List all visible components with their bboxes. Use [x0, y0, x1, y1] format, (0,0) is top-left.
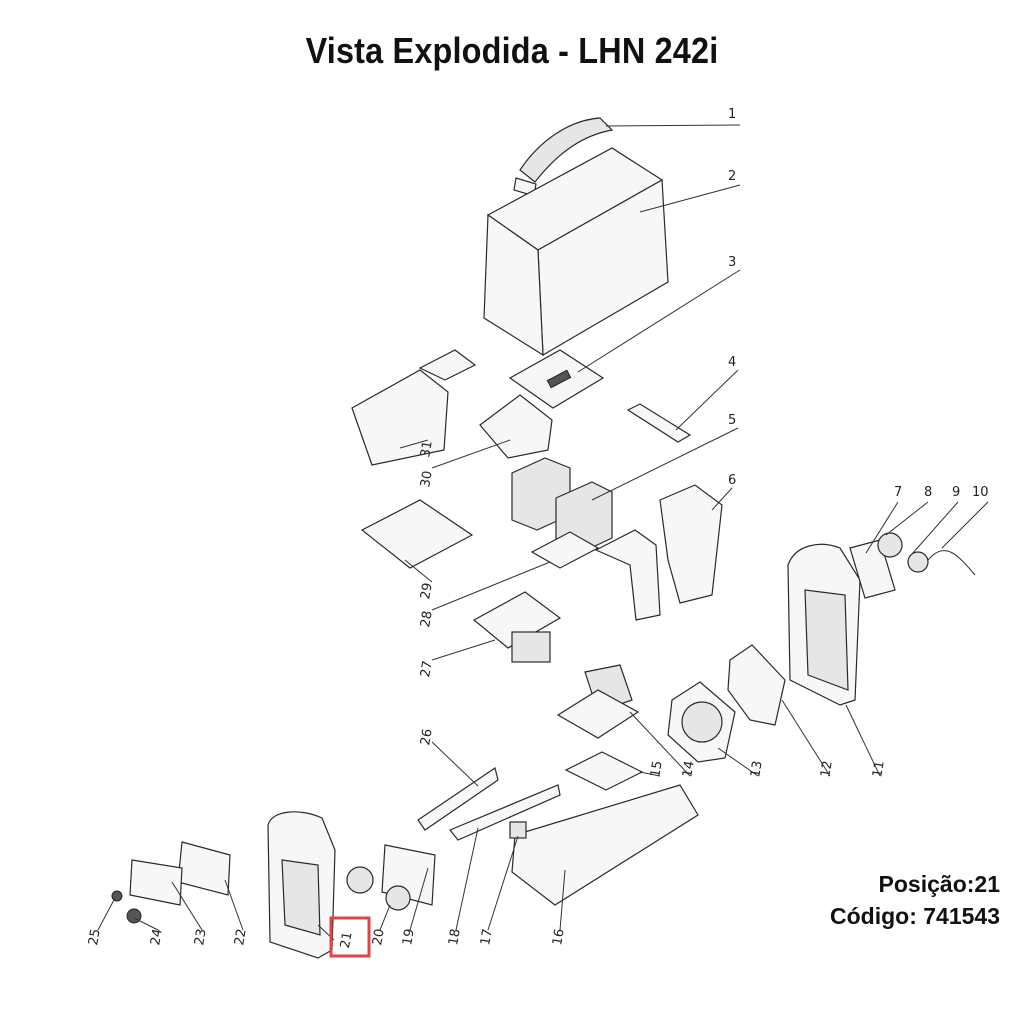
callout-26: 26 — [418, 728, 436, 747]
part-base-board[interactable] — [360, 499, 474, 569]
page-title: Vista Explodida - LHN 242i — [305, 30, 719, 71]
callout-15: 15 — [648, 760, 666, 779]
callout-30: 30 — [418, 470, 436, 489]
callout-21: 21 — [338, 931, 356, 950]
callout-9: 9 — [952, 485, 960, 500]
callout-28: 28 — [418, 610, 436, 629]
callout-14: 14 — [680, 760, 698, 779]
callout-29: 29 — [418, 582, 436, 601]
leader-lines — [97, 124, 989, 941]
callout-19: 19 — [400, 928, 418, 947]
part-base-tray[interactable] — [511, 784, 699, 906]
code-label: Código: 741543 — [830, 903, 1000, 929]
callout-23: 23 — [192, 928, 210, 947]
part-fan[interactable] — [667, 681, 736, 763]
callout-17: 17 — [478, 928, 496, 947]
callout-25: 25 — [86, 928, 104, 947]
part-board-assembly[interactable] — [351, 349, 553, 466]
callout-1: 1 — [728, 107, 736, 122]
callout-11: 11 — [870, 760, 888, 779]
callout-27: 27 — [418, 660, 436, 679]
part-display-board[interactable] — [129, 841, 231, 906]
highlight-box — [329, 916, 371, 958]
callout-13: 13 — [748, 760, 766, 779]
part-front-panel[interactable] — [267, 811, 336, 959]
part-power-board[interactable] — [472, 591, 562, 663]
part-control-board[interactable] — [508, 349, 605, 409]
callout-7: 7 — [894, 485, 902, 500]
callout-31: 31 — [418, 440, 436, 459]
callout-12: 12 — [818, 760, 836, 779]
callout-20: 20 — [370, 928, 388, 947]
callout-6: 6 — [728, 473, 736, 488]
part-heatsink[interactable] — [511, 457, 613, 569]
part-rear-panel[interactable] — [787, 543, 861, 706]
callout-16: 16 — [550, 928, 568, 947]
part-top-cover[interactable] — [483, 147, 669, 357]
part-rear-connectors[interactable] — [849, 532, 976, 599]
callout-3: 3 — [728, 255, 736, 270]
callout-5: 5 — [728, 413, 736, 428]
part-info: Posição:21 Código: 741543 — [830, 868, 1000, 932]
callout-22: 22 — [232, 928, 250, 947]
callout-18: 18 — [446, 928, 464, 947]
callout-24: 24 — [148, 928, 166, 947]
part-transformer[interactable] — [556, 664, 644, 791]
callout-4: 4 — [728, 355, 736, 370]
callout-labels: 1 2 3 4 5 6 7 8 9 10 11 12 13 14 15 16 1… — [86, 107, 988, 950]
part-bracket[interactable] — [626, 403, 692, 443]
callout-8: 8 — [924, 485, 932, 500]
part-output-sockets[interactable] — [346, 844, 436, 911]
callout-10: 10 — [972, 485, 989, 500]
part-fan-gasket[interactable] — [727, 644, 786, 726]
part-rails[interactable] — [417, 767, 561, 841]
position-label: Posição:21 — [878, 871, 1000, 897]
part-internal-bracket[interactable] — [594, 484, 723, 621]
callout-2: 2 — [728, 169, 736, 184]
